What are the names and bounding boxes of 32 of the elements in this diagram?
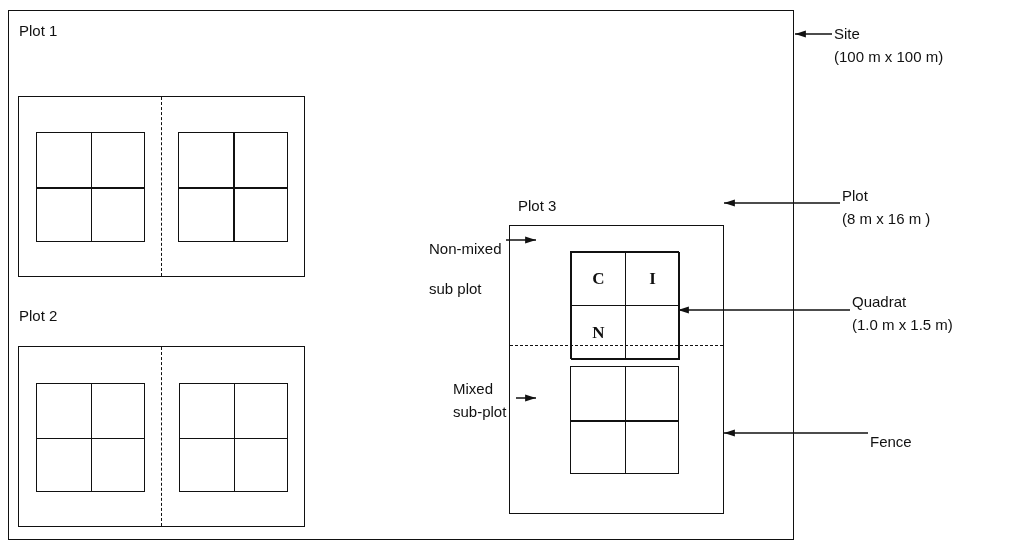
annotation-text: Site: [834, 24, 861, 44]
cell-letter: C: [592, 269, 605, 289]
annotation-text: (100 m x 100 m): [834, 47, 945, 67]
quadrat-grid: [178, 132, 288, 242]
cell-letter: I: [649, 269, 656, 289]
quadrat-cell: [625, 305, 680, 360]
arrow: [723, 199, 841, 207]
quadrat-grid: [36, 132, 145, 242]
annotation-text: Mixed sub-plot: [453, 379, 508, 422]
arrow: [723, 429, 869, 437]
quadrat-grid: [570, 251, 679, 359]
annotation-text: (1.0 m x 1.5 m): [852, 315, 954, 335]
arrow: [794, 30, 833, 38]
site-boundary-box: [8, 10, 794, 540]
plot-heading: Plot 3: [518, 196, 557, 216]
plot-heading: Plot 2: [19, 306, 58, 326]
annotation-text: Non-mixed sub plot: [429, 239, 503, 299]
arrow: [515, 394, 537, 402]
quadrat-grid: [36, 383, 145, 492]
plot-heading: Plot 1: [19, 21, 58, 41]
quadrat-grid: [179, 383, 288, 492]
annotation-text: Fence: [870, 432, 913, 452]
arrow: [677, 306, 851, 314]
cell-letter: N: [592, 322, 605, 343]
arrow: [505, 236, 537, 244]
quadrat-cell: [625, 252, 680, 306]
annotation-text: Plot: [842, 186, 869, 206]
quadrat-cell: [571, 252, 626, 306]
annotation-text: Quadrat: [852, 292, 908, 312]
quadrat-grid: [570, 366, 679, 474]
quadrat-cell: [571, 305, 626, 360]
annotation-text: (8 m x 16 m ): [842, 209, 932, 229]
